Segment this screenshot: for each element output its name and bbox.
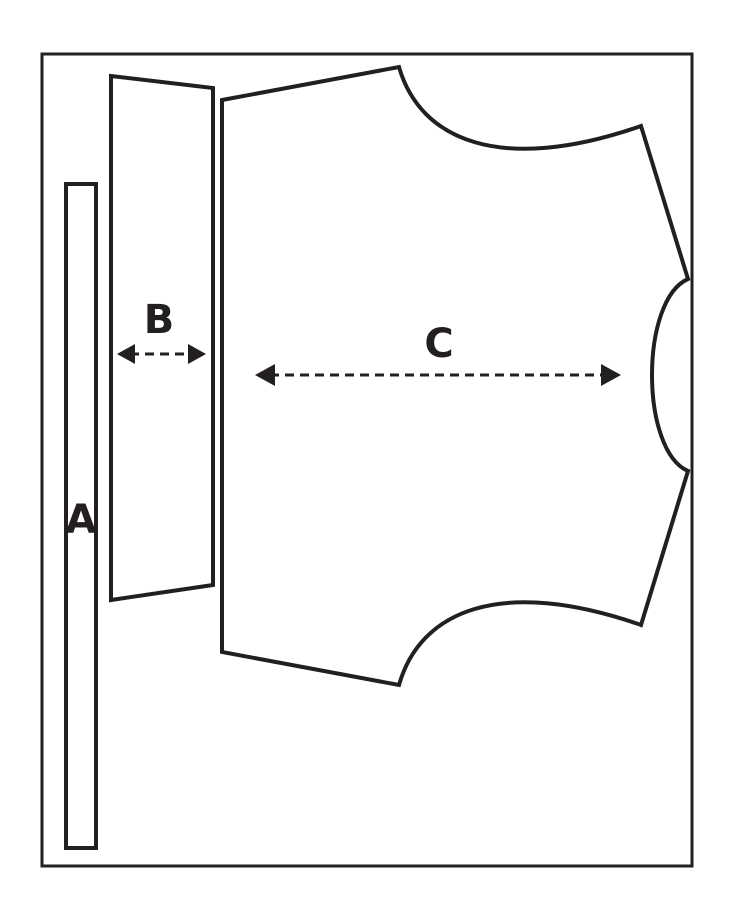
dimension-b-arrow-left	[117, 344, 135, 364]
dimension-c-arrow-left	[255, 364, 275, 386]
dimension-b-arrow-right	[188, 344, 206, 364]
dimension-c	[255, 364, 621, 386]
label-b: B	[144, 297, 175, 343]
label-c: C	[424, 321, 453, 367]
piece-a	[64, 182, 98, 850]
label-a: A	[66, 497, 97, 543]
dimension-c-arrow-right	[601, 364, 621, 386]
piece-b	[109, 73, 215, 603]
dimension-b	[117, 344, 206, 364]
